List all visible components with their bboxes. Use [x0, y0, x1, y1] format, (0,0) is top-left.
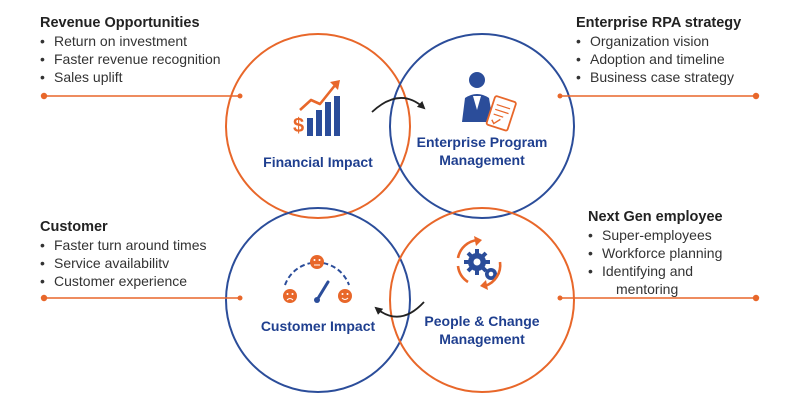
- list-item: Identifying and: [588, 262, 723, 280]
- list-item: Business case strategy: [576, 68, 741, 86]
- list-item: Faster revenue recognition: [40, 50, 221, 68]
- list-item: mentoring: [616, 281, 679, 297]
- financial-impact-label-text: Financial Impact: [263, 154, 373, 170]
- people-change-label-line1: People & Change: [424, 313, 540, 329]
- circle-people-change: [389, 207, 575, 393]
- enterprise-rpa-strategy-list: Organization vision Adoption and timelin…: [576, 32, 741, 86]
- circle-customer-impact: [225, 207, 411, 393]
- list-item: Workforce planning: [588, 244, 723, 262]
- cycle-arrow-bottom: [374, 301, 425, 318]
- enterprise-program-label-line1: Enterprise Program: [416, 134, 548, 150]
- circle-enterprise-program: [389, 33, 575, 219]
- next-gen-employee-block: Next Gen employee Super-employees Workfo…: [588, 208, 723, 298]
- list-item: Return on investment: [40, 32, 221, 50]
- connector-dot-rpa-start: [557, 93, 563, 99]
- financial-impact-label: Financial Impact: [248, 153, 388, 171]
- circle-financial-impact: [225, 33, 411, 219]
- list-item: Customer experience: [40, 272, 207, 290]
- list-item: Faster turn around times: [40, 236, 207, 254]
- enterprise-rpa-strategy-block: Enterprise RPA strategy Organization vis…: [576, 14, 741, 86]
- connector-dot-revenue: [40, 92, 48, 100]
- revenue-opportunities-list: Return on investment Faster revenue reco…: [40, 32, 221, 86]
- connector-dot-revenue-end: [237, 93, 243, 99]
- list-item: Sales uplift: [40, 68, 221, 86]
- business-strategy-icon: [462, 72, 517, 132]
- connector-dot-nextgen-start: [557, 295, 563, 301]
- connector-dot-customer-end: [237, 295, 243, 301]
- next-gen-employee-list: Super-employees Workforce planning Ident…: [588, 226, 723, 298]
- revenue-growth-icon: $: [293, 80, 340, 137]
- list-item: Organization vision: [576, 32, 741, 50]
- list-item: Adoption and timeline: [576, 50, 741, 68]
- people-change-label-line2: Management: [439, 331, 525, 347]
- cycle-arrow-top: [371, 97, 426, 113]
- revenue-opportunities-title: Revenue Opportunities: [40, 15, 200, 31]
- next-gen-employee-title: Next Gen employee: [588, 209, 723, 225]
- customer-list: Faster turn around times Service availab…: [40, 236, 207, 290]
- list-item: Super-employees: [588, 226, 723, 244]
- enterprise-program-label-line2: Management: [439, 152, 525, 168]
- customer-title: Customer: [40, 219, 108, 235]
- customer-impact-label-text: Customer Impact: [260, 318, 376, 334]
- svg-text:$: $: [293, 115, 304, 137]
- revenue-opportunities-block: Revenue Opportunities Return on investme…: [40, 14, 221, 86]
- satisfaction-meter-icon: [283, 255, 352, 303]
- enterprise-program-label: Enterprise Program Management: [402, 133, 562, 169]
- connector-dot-nextgen: [752, 294, 760, 302]
- list-item: Service availabilitv: [40, 254, 207, 272]
- connector-dot-rpa: [752, 92, 760, 100]
- enterprise-rpa-strategy-title: Enterprise RPA strategy: [576, 15, 742, 31]
- gears-cycle-icon: [456, 236, 502, 290]
- customer-block: Customer Faster turn around times Servic…: [40, 218, 207, 290]
- connector-dot-customer: [40, 294, 48, 302]
- people-change-label: People & Change Management: [402, 312, 562, 348]
- customer-impact-label: Customer Impact: [243, 317, 393, 335]
